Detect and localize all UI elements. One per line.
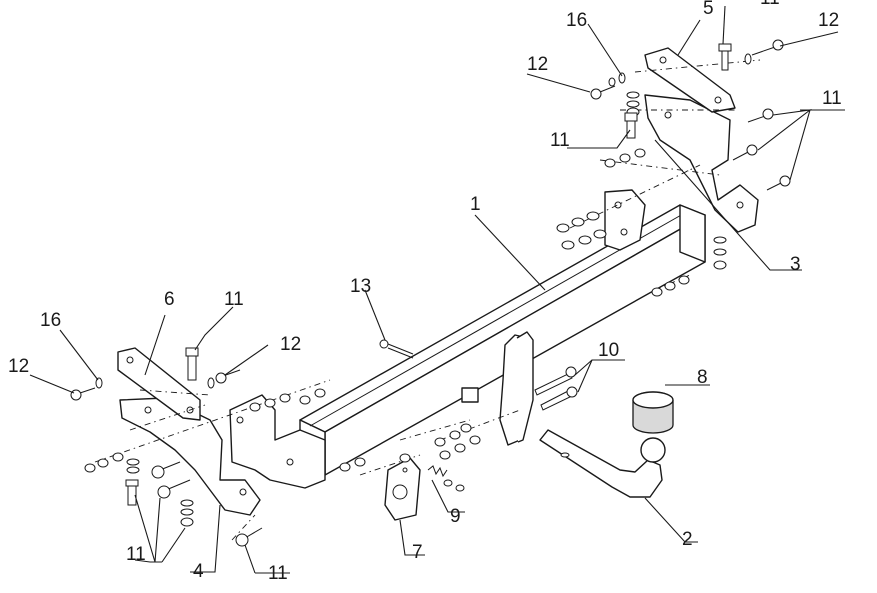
bolt-11-right-top bbox=[718, 43, 732, 71]
callout-label-11-top-right: 11 bbox=[760, 0, 780, 9]
nut-row-crossbar-right bbox=[556, 211, 727, 297]
bolt-12-right-top bbox=[744, 39, 784, 65]
callout-label-16-left: 16 bbox=[40, 310, 61, 331]
crossbar-part-1 bbox=[299, 204, 706, 476]
left-bracket-plate-part-6 bbox=[117, 347, 201, 421]
callout-label-13: 13 bbox=[350, 276, 371, 297]
ball-cap-part-8 bbox=[632, 391, 674, 434]
nut-row-center bbox=[399, 423, 481, 492]
callout-label-6: 6 bbox=[164, 289, 175, 310]
bolt-12-left bbox=[70, 377, 103, 401]
assembly-lines bbox=[94, 59, 761, 541]
bolt-11-left-top bbox=[185, 347, 199, 381]
bolts-11-right-side bbox=[732, 108, 791, 191]
callout-label-9: 9 bbox=[450, 506, 461, 527]
socket-plate-part-7 bbox=[384, 457, 421, 521]
callout-label-11-right-side: 11 bbox=[822, 88, 842, 109]
nut-washer-stack-left bbox=[84, 452, 194, 527]
bolt-12-left-b bbox=[207, 369, 241, 389]
bolt-11-right-vertical bbox=[624, 112, 638, 139]
callout-label-8: 8 bbox=[697, 367, 708, 388]
bolt-11-left-c bbox=[157, 479, 191, 499]
leader-lines bbox=[29, 5, 845, 574]
bolt-10-b bbox=[540, 386, 578, 411]
right-bracket-plate-part-5 bbox=[644, 47, 736, 113]
tow-ball bbox=[640, 437, 666, 463]
left-side-bracket-part-4 bbox=[119, 397, 261, 516]
callout-label-11-top-left: 11 bbox=[224, 289, 244, 310]
nut-washer-stack-right bbox=[604, 72, 646, 168]
bolt-11-left-a bbox=[125, 479, 139, 506]
hardware bbox=[70, 39, 791, 547]
right-side-bracket-part-3 bbox=[644, 94, 759, 233]
callout-label-16-right: 16 bbox=[566, 10, 587, 31]
callout-label-11-bottom-left: 11 bbox=[126, 544, 146, 565]
callout-label-5: 5 bbox=[703, 0, 714, 19]
callout-label-10: 10 bbox=[598, 340, 619, 361]
callout-label-12-left-mid: 12 bbox=[280, 334, 301, 355]
callout-label-11-right-mid: 11 bbox=[550, 130, 570, 151]
tow-ball-neck-part-2 bbox=[539, 429, 663, 498]
callout-label-2: 2 bbox=[682, 529, 693, 550]
callout-label-12-right-top: 12 bbox=[818, 10, 839, 31]
spring-part-9 bbox=[427, 465, 448, 478]
callout-label-12-right-mid: 12 bbox=[527, 54, 548, 75]
callout-label-4: 4 bbox=[193, 561, 204, 582]
bolt-10-a bbox=[534, 366, 577, 396]
callout-label-1: 1 bbox=[470, 194, 481, 215]
bolt-13 bbox=[379, 339, 414, 359]
crossbar-right-bracket bbox=[604, 189, 646, 251]
callout-label-3: 3 bbox=[790, 254, 801, 275]
bolt-11-bottom bbox=[235, 527, 263, 547]
callout-label-11-bottom: 11 bbox=[268, 563, 288, 584]
bolt-12-right bbox=[590, 85, 616, 100]
nut-row-crossbar-left bbox=[249, 388, 366, 472]
ball-mount-bracket bbox=[461, 331, 534, 446]
callout-label-7: 7 bbox=[412, 542, 423, 563]
bolt-11-left-b bbox=[151, 461, 181, 479]
crossbar-left-bracket bbox=[229, 394, 326, 489]
callout-labels: 1 2 3 4 5 6 7 8 9 10 11 11 11 11 11 11 1… bbox=[8, 0, 842, 584]
callout-label-12-left: 12 bbox=[8, 356, 29, 377]
